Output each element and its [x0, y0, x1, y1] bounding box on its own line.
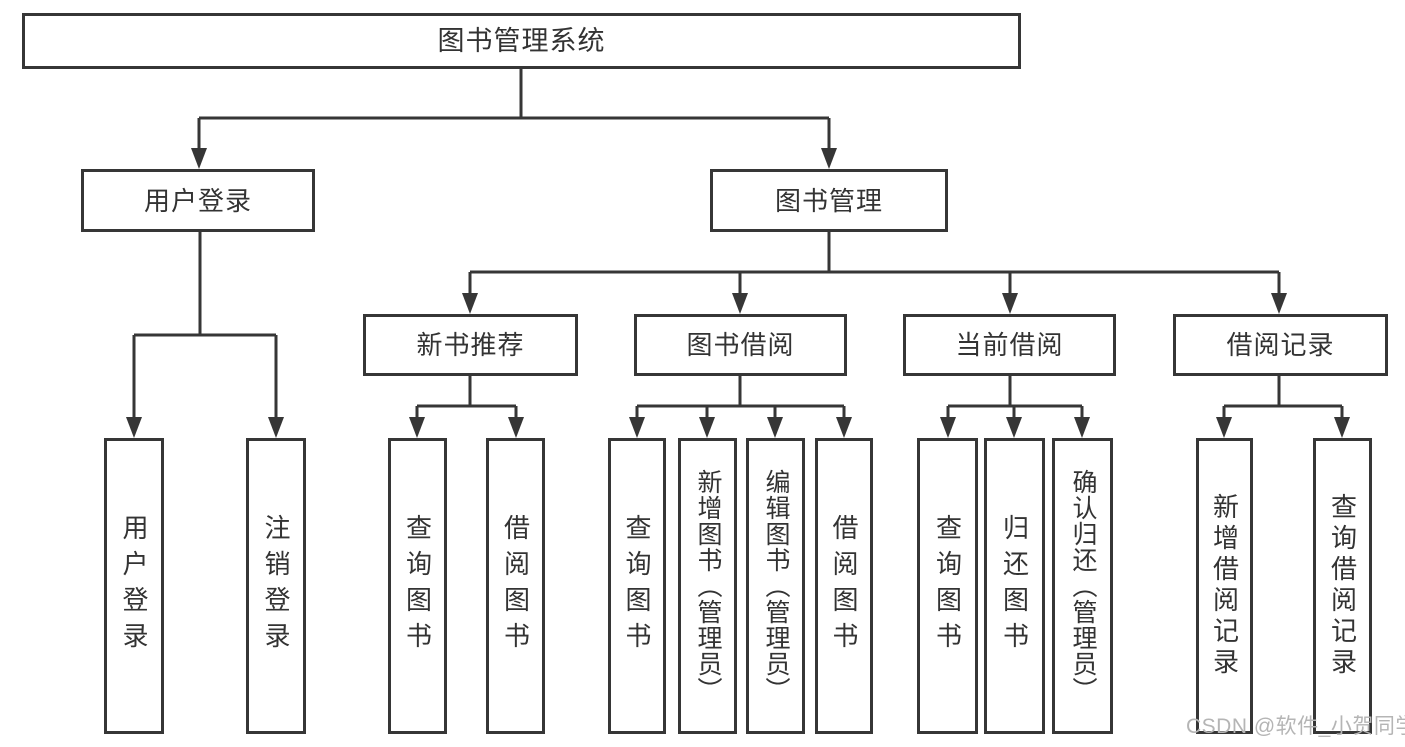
leaf-query-books-recommend-label: 查询图书	[402, 514, 433, 658]
edge-newbook-leaves	[415, 376, 518, 420]
leaf-add-borrow-record: 新增借阅记录	[1196, 438, 1253, 734]
leaf-add-book-admin: 新增图书（管理员）	[678, 438, 737, 734]
leaf-return-book-label: 归还图书	[999, 514, 1030, 658]
leaf-query-books-recommend: 查询图书	[388, 438, 447, 734]
leaf-query-books-current: 查询图书	[917, 438, 978, 734]
leaf-borrow-books-borrowing-label: 借阅图书	[829, 514, 859, 658]
node-book-borrowing-label: 图书借阅	[686, 330, 795, 360]
leaf-user-login: 用户登录	[104, 438, 164, 734]
leaf-query-books-current-label: 查询图书	[932, 514, 963, 658]
edge-bookmgmt-level3	[468, 232, 1281, 297]
leaf-borrow-books-recommend: 借阅图书	[486, 438, 545, 734]
node-user-login-label: 用户登录	[143, 185, 252, 216]
node-book-management: 图书管理	[710, 169, 948, 232]
edge-userlogin-leaves	[132, 232, 278, 420]
leaf-query-books-borrowing: 查询图书	[608, 438, 666, 734]
leaf-confirm-return-admin: 确认归还（管理员）	[1052, 438, 1113, 734]
leaf-query-books-borrowing-label: 查询图书	[622, 514, 652, 658]
leaf-return-book: 归还图书	[984, 438, 1045, 734]
leaf-borrow-books-borrowing: 借阅图书	[815, 438, 873, 734]
edge-root-level2	[197, 69, 831, 152]
leaf-edit-book-admin-label: 编辑图书（管理员）	[762, 469, 790, 703]
node-borrowing-records-label: 借阅记录	[1226, 330, 1335, 360]
node-current-borrowing: 当前借阅	[903, 314, 1116, 376]
leaf-add-book-admin-label: 新增图书（管理员）	[694, 469, 722, 703]
node-new-book-recommend: 新书推荐	[363, 314, 578, 376]
leaf-add-borrow-record-label: 新增借阅记录	[1209, 493, 1240, 679]
leaf-logout: 注销登录	[246, 438, 306, 734]
edge-records-leaves	[1222, 376, 1344, 420]
watermark: CSDN @软件_小贺同学	[1186, 715, 1405, 738]
leaf-query-borrow-record-label: 查询借阅记录	[1327, 493, 1358, 679]
leaf-logout-label: 注销登录	[261, 514, 291, 658]
arrowheads	[126, 148, 1350, 438]
node-library-system: 图书管理系统	[22, 13, 1021, 69]
node-user-login: 用户登录	[81, 169, 315, 232]
edge-current-leaves	[946, 376, 1084, 420]
node-current-borrowing-label: 当前借阅	[955, 330, 1064, 360]
leaf-edit-book-admin: 编辑图书（管理员）	[746, 438, 805, 734]
node-borrowing-records: 借阅记录	[1173, 314, 1388, 376]
node-book-borrowing: 图书借阅	[634, 314, 847, 376]
node-library-system-label: 图书管理系统	[437, 25, 606, 56]
edge-borrowing-leaves	[635, 376, 846, 420]
node-new-book-recommend-label: 新书推荐	[416, 330, 525, 360]
leaf-query-borrow-record: 查询借阅记录	[1313, 438, 1372, 734]
leaf-user-login-label: 用户登录	[119, 514, 149, 658]
leaf-confirm-return-admin-label: 确认归还（管理员）	[1069, 469, 1097, 703]
leaf-borrow-books-recommend-label: 借阅图书	[500, 514, 531, 658]
node-book-management-label: 图书管理	[774, 185, 883, 216]
